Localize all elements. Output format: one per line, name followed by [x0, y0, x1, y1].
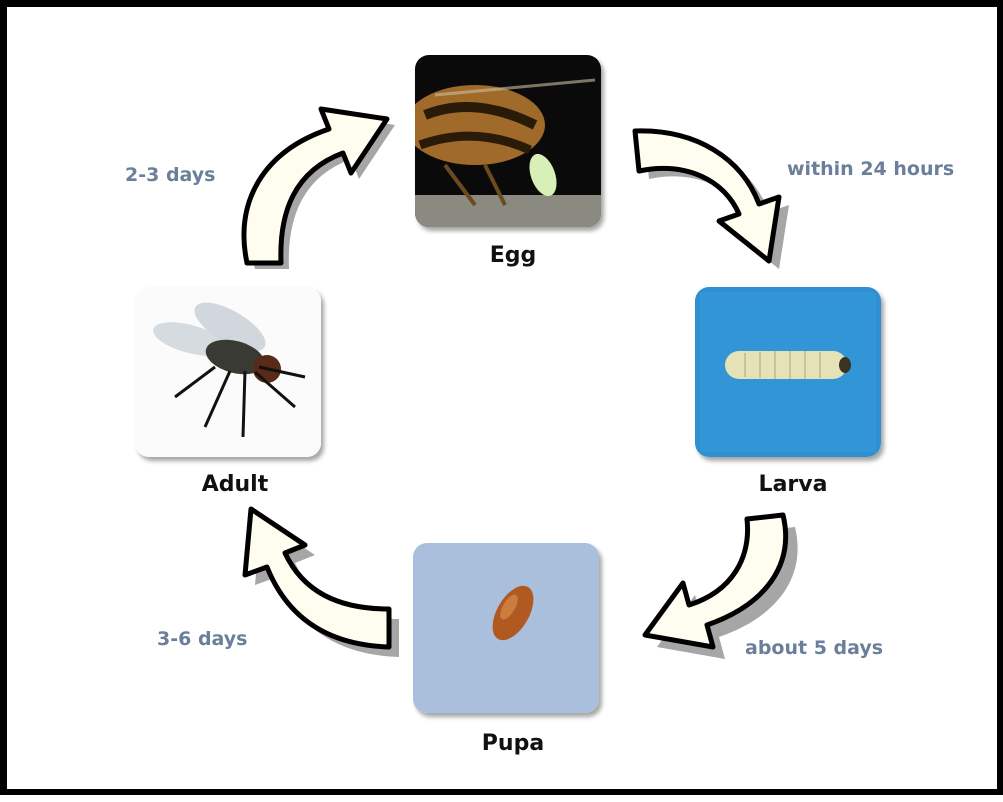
- arrow-adult-to-egg: [244, 109, 395, 269]
- stage-label-larva: Larva: [693, 472, 893, 497]
- arrow-egg-to-larva: [635, 131, 789, 269]
- stage-label-egg: Egg: [413, 243, 613, 268]
- egg-image: [415, 55, 601, 227]
- stage-label-adult: Adult: [135, 472, 335, 497]
- arrow-pupa-to-adult: [245, 509, 399, 657]
- duration-egg-to-larva: within 24 hours: [787, 158, 954, 180]
- stage-label-pupa: Pupa: [413, 731, 613, 756]
- adult-image: [135, 287, 321, 457]
- duration-pupa-to-adult: 3-6 days: [157, 628, 247, 650]
- duration-adult-to-egg: 2-3 days: [125, 164, 215, 186]
- duration-larva-to-pupa: about 5 days: [745, 637, 883, 659]
- pupa-image: [413, 543, 599, 713]
- larva-image: [695, 287, 881, 457]
